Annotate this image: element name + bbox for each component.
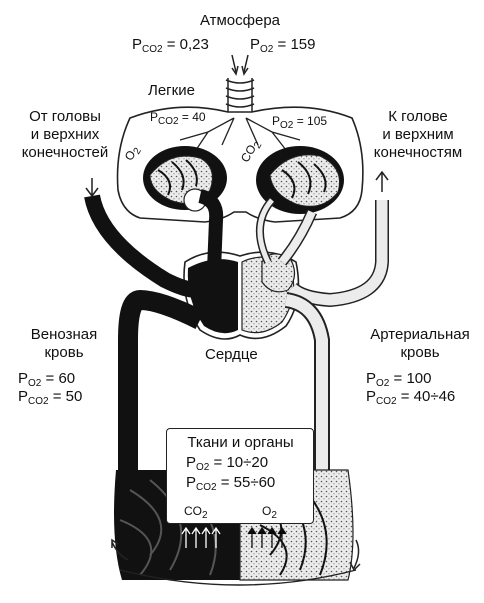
arrow-up-head [376, 172, 388, 192]
arterial-pco2: PCO2 = 40÷46 [366, 388, 455, 406]
arterial-label: Артериальная кровь [360, 326, 480, 362]
from-head-line2: и верхних [10, 126, 120, 144]
to-head-label: К голове и верхним конечностям [360, 108, 476, 162]
tissues-pco2: PCO2 = 55÷60 [186, 474, 275, 492]
tissues-o2-label: O2 [262, 504, 277, 518]
venous-po2: PO2 = 60 [18, 370, 75, 388]
tissues-po2: PO2 = 10÷20 [186, 454, 268, 472]
heart-label: Сердце [205, 346, 258, 364]
atmosphere-po2: PO2 = 159 [250, 36, 315, 54]
arrow-down-head [86, 178, 98, 196]
tissues-co2-label: CO2 [184, 504, 208, 518]
to-head-line1: К голове [360, 108, 476, 126]
atmosphere-pco2: PCO2 = 0,23 [132, 36, 209, 54]
atmosphere-arrows [232, 55, 248, 74]
from-head-line1: От головы [10, 108, 120, 126]
from-head-line3: конечностей [10, 144, 120, 162]
venous-pco2: PCO2 = 50 [18, 388, 82, 406]
to-head-line2: и верхним [360, 126, 476, 144]
lungs-po2: PO2 = 105 [272, 114, 327, 128]
lungs-title: Легкие [148, 82, 195, 100]
atmosphere-title-text: Атмосфера [200, 12, 280, 29]
to-head-line3: конечностям [360, 144, 476, 162]
venous-line2: кровь [14, 344, 114, 362]
venous-line1: Венозная [14, 326, 114, 344]
venous-label: Венозная кровь [14, 326, 114, 362]
tissues-title: Ткани и органы [166, 434, 315, 452]
atmosphere-title: Атмосфера [180, 12, 300, 30]
arterial-line1: Артериальная [360, 326, 480, 344]
lungs-pco2: PCO2 = 40 [150, 110, 206, 124]
arterial-po2: PO2 = 100 [366, 370, 431, 388]
arterial-line2: кровь [360, 344, 480, 362]
from-head-label: От головы и верхних конечностей [10, 108, 120, 162]
